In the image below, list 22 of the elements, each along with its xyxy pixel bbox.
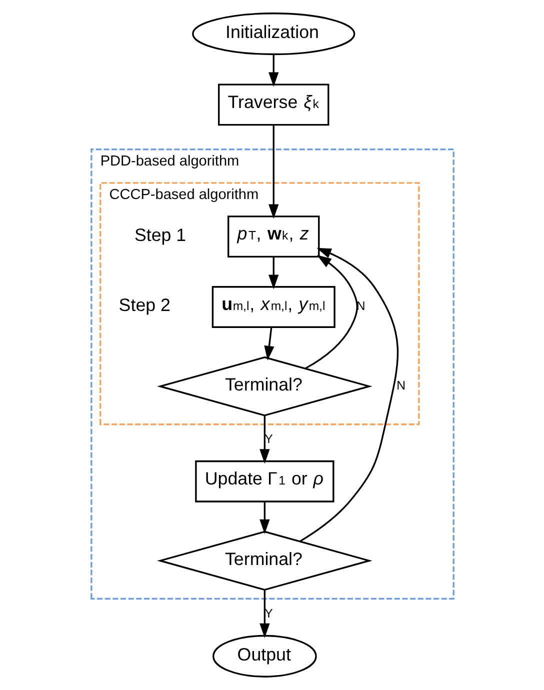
node-diamond: Terminal? xyxy=(156,356,372,416)
node-box: um,l, xm,l, ym,l xyxy=(211,286,335,328)
arrow xyxy=(268,54,278,87)
arrow xyxy=(259,416,270,464)
edge-label: Y xyxy=(264,432,272,446)
arrow xyxy=(268,124,278,219)
arrow xyxy=(268,257,278,290)
node-label: Step 2 xyxy=(118,295,170,316)
node-label: Step 1 xyxy=(134,224,186,245)
node-ellipse: Output xyxy=(212,634,316,678)
arrow xyxy=(304,254,358,370)
node-box: Update Γ1 or ρ xyxy=(194,460,334,502)
node-diamond: Terminal? xyxy=(156,530,372,591)
edge-label: N xyxy=(396,378,405,392)
edge-label: Y xyxy=(264,606,272,621)
arrow xyxy=(259,590,270,638)
node-ellipse: Initialization xyxy=(192,12,355,56)
arrow xyxy=(264,327,274,360)
node-box: pT, wk, z xyxy=(227,216,320,258)
arrow xyxy=(298,248,398,542)
node-box: Traverse ξk xyxy=(218,84,329,126)
arrow xyxy=(259,502,270,534)
